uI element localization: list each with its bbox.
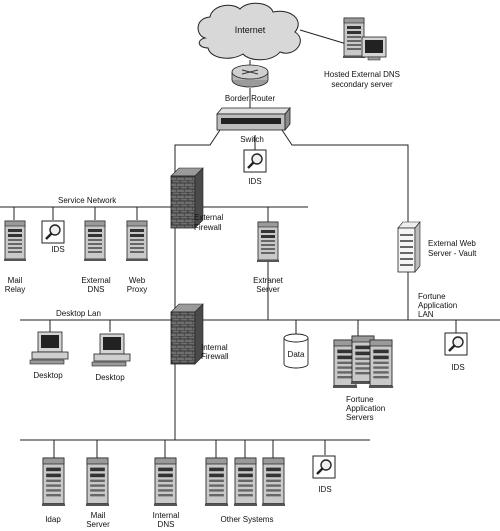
- ids-magnifier-icon: [242, 148, 268, 174]
- ids-magnifier-icon: [311, 454, 337, 480]
- external-dns-label-line1: External: [81, 276, 111, 285]
- connection-lines: [0, 29, 500, 458]
- external-web-server: External Web Server - Vault: [397, 221, 477, 273]
- tower-server-icon: [204, 457, 229, 507]
- mail-relay-label-line1: Mail: [8, 276, 23, 285]
- external-web-server-label-line1: External Web: [428, 239, 476, 248]
- mail-relay-label-line2: Relay: [5, 285, 25, 294]
- fortune-servers-label-line3: Servers: [346, 413, 374, 422]
- tower-server-icon: [368, 339, 394, 389]
- tower-server-icon: [3, 220, 27, 262]
- router-icon: [231, 64, 269, 88]
- desktop-pc-icon: [91, 333, 131, 367]
- ldap-server: Idap: [41, 457, 66, 524]
- mail-server-label-line2: Server: [86, 520, 110, 529]
- mail-server-label-line1: Mail: [91, 511, 106, 520]
- extranet-server-label-line2: Server: [256, 285, 280, 294]
- hosted-dns-label-line2: secondary server: [331, 80, 393, 89]
- other-systems: Other Systems: [204, 457, 286, 524]
- ids-magnifier-icon: [40, 219, 66, 245]
- ldap-label: Idap: [45, 515, 61, 524]
- ids-service: IDS: [40, 219, 66, 254]
- internet-cloud: Internet: [197, 2, 301, 61]
- switch-label: Switch: [240, 135, 264, 144]
- desktop-1-label: Desktop: [33, 371, 63, 380]
- internal-firewall-label-line2: Firewall: [201, 352, 229, 361]
- fortune-servers-label-line1: Fortune: [346, 395, 374, 404]
- border-router-label: Border Router: [225, 94, 276, 103]
- data-label: Data: [288, 350, 305, 359]
- internal-dns-label-line2: DNS: [158, 520, 175, 529]
- fortune-lan-label-line2: Application: [418, 301, 457, 310]
- service-network-label: Service Network: [58, 196, 117, 205]
- data-storage: Data: [283, 333, 309, 369]
- internal-firewall: Internal Firewall: [170, 303, 229, 365]
- web-server-icon: [397, 221, 421, 273]
- desktop-lan-label: Desktop Lan: [56, 309, 101, 318]
- desktop-pc-icon: [29, 331, 69, 365]
- external-firewall-label-line2: Firewall: [194, 223, 222, 232]
- web-proxy: Web Proxy: [125, 220, 149, 294]
- external-dns-label-line2: DNS: [88, 285, 105, 294]
- tower-server-icon: [261, 457, 286, 507]
- firewall-icon: [170, 303, 204, 365]
- ids-bottom-label: IDS: [318, 485, 331, 494]
- mail-relay: Mail Relay: [3, 220, 27, 294]
- fortune-lan-label-line1: Fortune: [418, 292, 446, 301]
- ids-top: IDS: [242, 148, 268, 186]
- tower-server-icon: [41, 457, 66, 507]
- web-proxy-label-line1: Web: [129, 276, 146, 285]
- fortune-application-servers: Fortune Application Servers: [332, 335, 394, 422]
- fortune-lan-label-line3: LAN: [418, 310, 434, 319]
- mail-server: Mail Server: [85, 457, 110, 529]
- other-systems-label: Other Systems: [221, 515, 274, 524]
- tower-server-icon: [233, 457, 258, 507]
- external-firewall: External Firewall: [170, 167, 224, 232]
- web-proxy-label-line2: Proxy: [127, 285, 147, 294]
- desktop-2: Desktop: [91, 333, 131, 382]
- internal-firewall-label-line1: Internal: [201, 343, 228, 352]
- hosted-dns-server: Hosted External DNS secondary server: [324, 17, 400, 89]
- tower-server-icon: [85, 457, 110, 507]
- ids-service-label: IDS: [51, 245, 64, 254]
- desktop-2-label: Desktop: [95, 373, 125, 382]
- ids-magnifier-icon: [443, 331, 469, 357]
- ids-top-label: IDS: [248, 177, 261, 186]
- tower-server-icon: [256, 221, 280, 263]
- switch-icon: [216, 106, 291, 132]
- tower-server-icon: [153, 457, 178, 507]
- external-dns: External DNS: [81, 220, 111, 294]
- ids-bottom: IDS: [311, 454, 337, 494]
- hosted-dns-label-line1: Hosted External DNS: [324, 70, 400, 79]
- ids-fortune: IDS: [443, 331, 469, 372]
- internet-label: Internet: [235, 25, 266, 35]
- switch: Switch: [216, 106, 291, 144]
- internal-dns: Internal DNS: [153, 457, 180, 529]
- external-web-server-label-line2: Server - Vault: [428, 249, 477, 258]
- database-cylinder-icon: [283, 333, 309, 369]
- desktop-1: Desktop: [29, 331, 69, 380]
- ids-fortune-label: IDS: [451, 363, 464, 372]
- external-firewall-label-line1: External: [194, 213, 224, 222]
- border-router: Border Router: [225, 64, 276, 103]
- tower-server-icon: [83, 220, 107, 262]
- monitor-icon: [361, 36, 387, 61]
- firewall-icon: [170, 167, 204, 229]
- internal-dns-label-line1: Internal: [153, 511, 180, 520]
- extranet-server: Extranet Server: [253, 221, 284, 294]
- fortune-servers-label-line2: Application: [346, 404, 385, 413]
- tower-server-icon: [125, 220, 149, 262]
- extranet-server-label-line1: Extranet: [253, 276, 284, 285]
